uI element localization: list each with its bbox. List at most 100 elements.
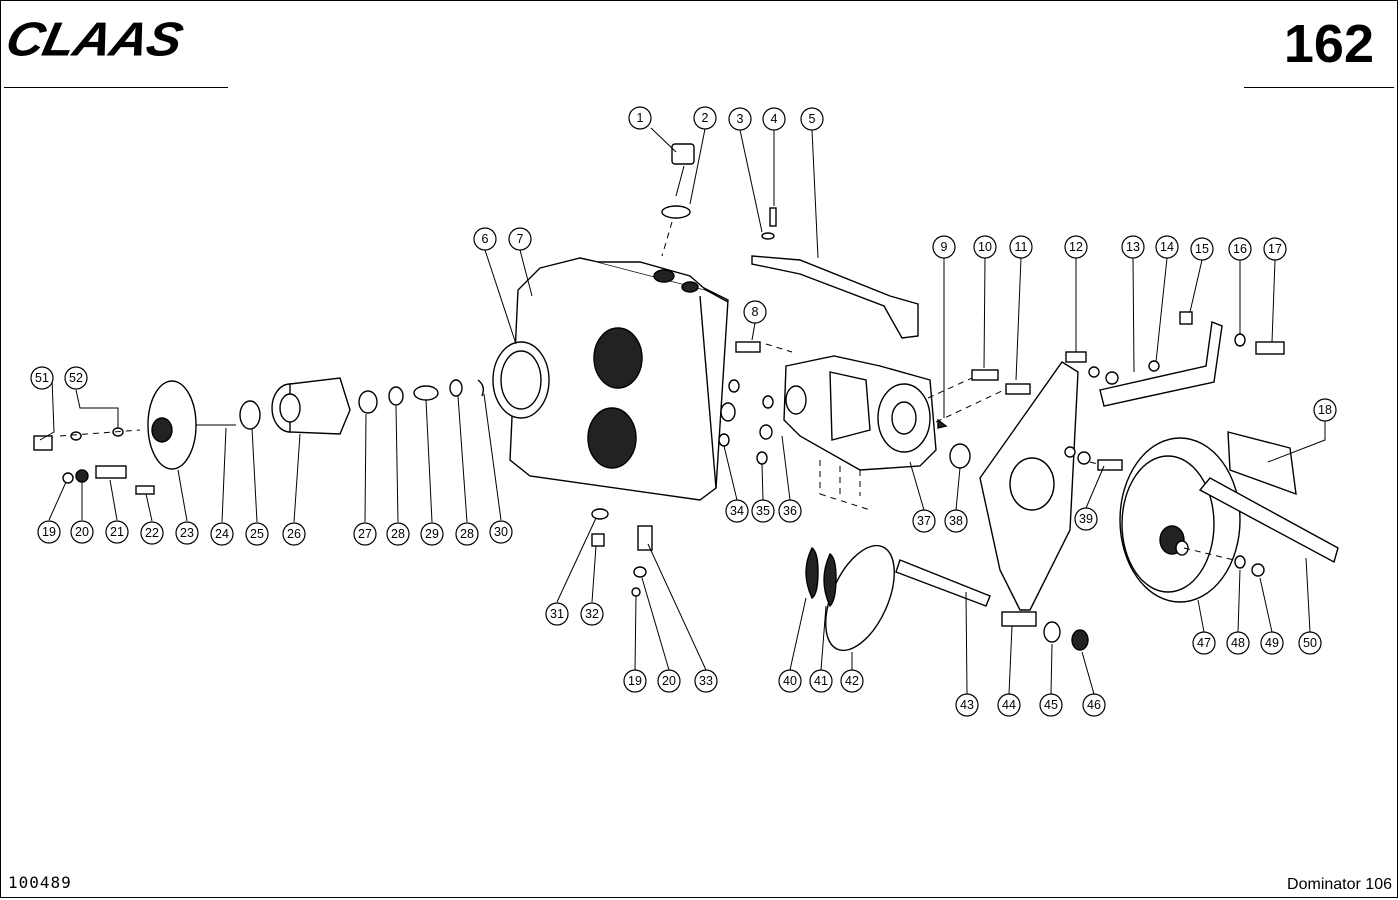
svg-text:22: 22	[145, 526, 159, 540]
tank-bracket	[751, 255, 919, 339]
callout-6: 6	[473, 227, 497, 251]
drive-pulley	[1119, 437, 1241, 603]
svg-text:43: 43	[960, 698, 974, 712]
callout-25: 25	[245, 522, 269, 546]
svg-text:44: 44	[1002, 698, 1016, 712]
callout-47: 47	[1192, 631, 1216, 655]
header-rule-right	[1244, 87, 1394, 88]
header-rule-left	[4, 87, 228, 88]
callout-13: 13	[1121, 235, 1145, 259]
svg-text:9: 9	[941, 240, 948, 254]
svg-text:23: 23	[180, 526, 194, 540]
page-number: 162	[1283, 14, 1374, 74]
svg-text:19: 19	[42, 525, 56, 539]
svg-text:5: 5	[809, 112, 816, 126]
parts-illustration	[33, 143, 1339, 652]
svg-text:6: 6	[482, 232, 489, 246]
hydraulic-pump	[783, 355, 937, 471]
svg-text:38: 38	[949, 514, 963, 528]
seal-40	[805, 546, 819, 600]
model-name: Dominator 106	[1287, 876, 1392, 893]
callout-24: 24	[210, 522, 234, 546]
callout-50: 50	[1298, 631, 1322, 655]
svg-text:42: 42	[845, 674, 859, 688]
filler-cap-oring	[661, 205, 691, 219]
svg-text:36: 36	[783, 504, 797, 518]
v-belt	[1198, 477, 1339, 564]
svg-text:52: 52	[69, 371, 83, 385]
svg-text:18: 18	[1318, 403, 1332, 417]
callout-20-left: 20	[70, 520, 94, 544]
svg-text:48: 48	[1231, 636, 1245, 650]
callout-7: 7	[508, 227, 532, 251]
svg-text:45: 45	[1044, 698, 1058, 712]
callout-14: 14	[1155, 235, 1179, 259]
callout-8: 8	[743, 300, 767, 324]
callout-38: 38	[944, 509, 968, 533]
belt-label-tag	[1227, 431, 1297, 496]
filter-element	[289, 377, 351, 435]
callout-18: 18	[1313, 398, 1337, 422]
callout-31: 31	[545, 602, 569, 626]
svg-text:19: 19	[628, 674, 642, 688]
svg-text:47: 47	[1197, 636, 1211, 650]
svg-text:12: 12	[1069, 240, 1083, 254]
callout-17: 17	[1263, 237, 1287, 261]
filler-cap	[671, 143, 695, 165]
callout-33: 33	[694, 669, 718, 693]
callout-16: 16	[1228, 237, 1252, 261]
callout-46: 46	[1082, 693, 1106, 717]
seal-41	[823, 552, 837, 608]
callout-9: 9	[932, 235, 956, 259]
callout-28-b: 28	[455, 522, 479, 546]
svg-text:17: 17	[1268, 242, 1282, 256]
svg-text:39: 39	[1079, 512, 1093, 526]
callout-1: 1	[628, 106, 652, 130]
svg-text:20: 20	[75, 525, 89, 539]
svg-text:34: 34	[730, 504, 744, 518]
svg-text:41: 41	[814, 674, 828, 688]
callout-balloons: 1 2 3 4 5 6 7 8 9 10 11 12 13 14 15 16 1…	[30, 106, 1337, 717]
callout-15: 15	[1190, 237, 1214, 261]
tension-arm	[1099, 321, 1223, 407]
svg-text:11: 11	[1015, 240, 1028, 254]
callout-52: 52	[64, 366, 88, 390]
svg-text:7: 7	[517, 232, 524, 246]
svg-text:49: 49	[1265, 636, 1279, 650]
callout-34: 34	[725, 499, 749, 523]
callout-32: 32	[580, 602, 604, 626]
svg-text:4: 4	[771, 112, 778, 126]
svg-text:20: 20	[662, 674, 676, 688]
svg-text:27: 27	[358, 527, 372, 541]
svg-text:35: 35	[756, 504, 770, 518]
callout-2: 2	[693, 106, 717, 130]
svg-text:15: 15	[1195, 242, 1209, 256]
svg-text:28: 28	[460, 527, 474, 541]
callout-20-center: 20	[657, 669, 681, 693]
callout-12: 12	[1064, 235, 1088, 259]
svg-text:10: 10	[978, 240, 992, 254]
callout-19-left: 19	[37, 520, 61, 544]
callout-10: 10	[973, 235, 997, 259]
svg-text:51: 51	[35, 371, 49, 385]
svg-text:13: 13	[1126, 240, 1140, 254]
callout-leaders	[39, 127, 1326, 695]
callout-5: 5	[800, 107, 824, 131]
callout-36: 36	[778, 499, 802, 523]
callout-22: 22	[140, 521, 164, 545]
svg-text:29: 29	[425, 527, 439, 541]
pulley-shaft	[895, 559, 991, 607]
callout-39: 39	[1074, 507, 1098, 531]
callout-35: 35	[751, 499, 775, 523]
callout-44: 44	[997, 693, 1021, 717]
callout-3: 3	[728, 107, 752, 131]
callout-4: 4	[762, 107, 786, 131]
callout-26: 26	[282, 522, 306, 546]
svg-text:16: 16	[1233, 242, 1247, 256]
seal-25	[239, 400, 261, 430]
callout-51: 51	[30, 366, 54, 390]
svg-text:50: 50	[1303, 636, 1317, 650]
svg-text:1: 1	[637, 111, 644, 125]
callout-21: 21	[105, 520, 129, 544]
